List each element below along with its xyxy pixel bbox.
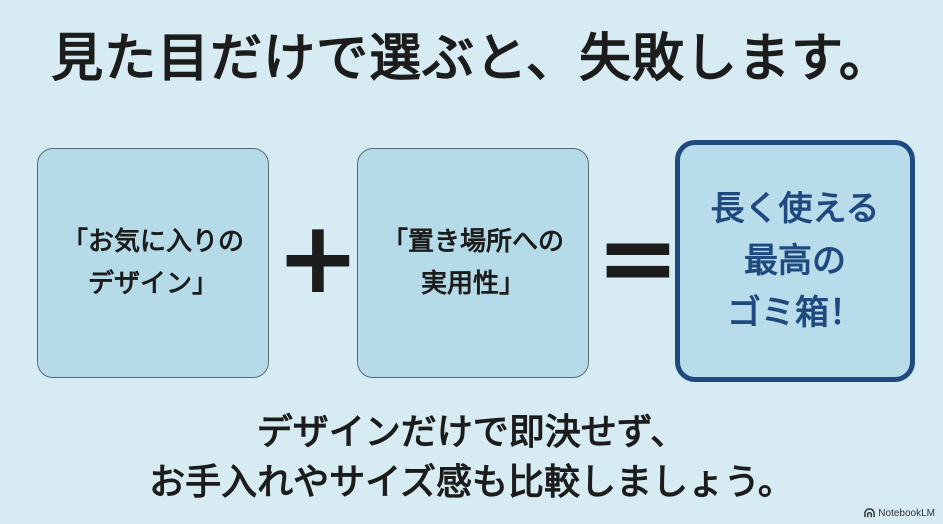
equals-sign: = xyxy=(596,199,680,316)
brand-watermark: NotebookLM xyxy=(864,508,935,519)
favorite-design-box: 「お気に入りの デザイン」 xyxy=(37,148,269,378)
practicality-text: 「置き場所への 実用性」 xyxy=(381,227,564,299)
brand-label: NotebookLM xyxy=(878,508,935,519)
practicality-box: 「置き場所への 実用性」 xyxy=(357,148,589,378)
favorite-design-text: 「お気に入りの デザイン」 xyxy=(61,227,244,299)
notebooklm-icon xyxy=(864,508,876,518)
result-box: 長く使える 最高の ゴミ箱！ xyxy=(675,140,915,382)
advice-text: デザインだけで即決せず、 お手入れやサイズ感も比較しましょう。 xyxy=(149,412,794,503)
slide-title: 見た目だけで選ぶと、失敗します。 xyxy=(51,29,892,89)
result-text: 長く使える 最高の ゴミ箱！ xyxy=(710,189,880,333)
plus-sign: + xyxy=(276,199,360,316)
